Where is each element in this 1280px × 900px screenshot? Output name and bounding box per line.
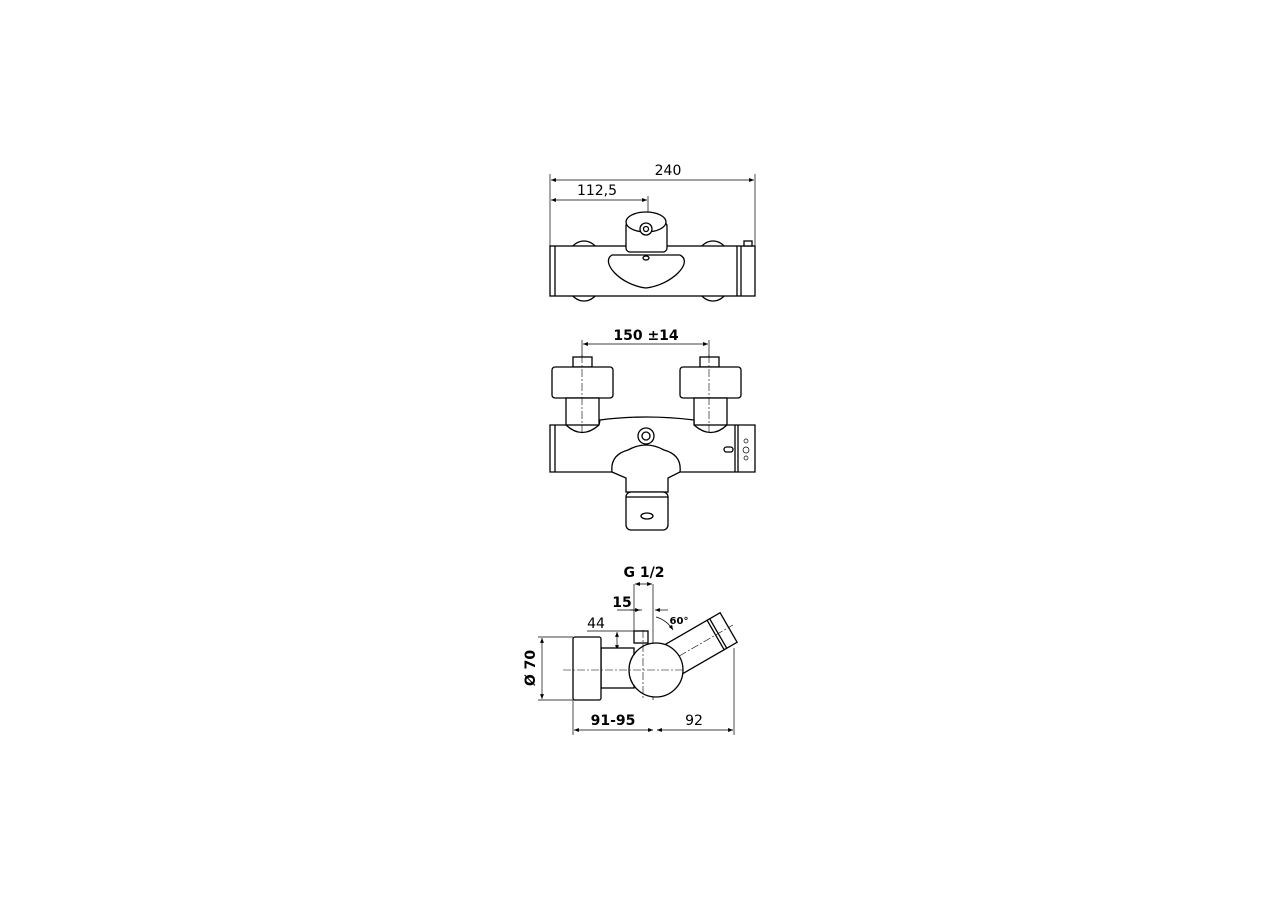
front-view: 150 ±14: [549, 328, 756, 531]
dimension-15: 15: [612, 595, 631, 611]
handle-right: [679, 366, 742, 399]
handle-side: [572, 636, 602, 701]
outlet-front: [611, 444, 681, 493]
dimension-92: 92: [685, 713, 703, 729]
side-view: G 1/2 15 44 60° Ø 70 9: [523, 565, 739, 735]
dimension-150: 150 ±14: [613, 328, 679, 344]
dimension-112-5: 112,5: [577, 183, 617, 199]
dimension-91-95: 91-95: [591, 713, 636, 729]
outlet-cylinder: [625, 491, 669, 531]
handle-left: [551, 366, 614, 399]
mixer-body-front: [549, 416, 756, 473]
thread-connector: [633, 630, 649, 644]
top-view: 240 112,5: [549, 163, 756, 302]
dimension-diameter-70: Ø 70: [523, 650, 539, 687]
dimension-60-degrees: 60°: [670, 616, 689, 627]
outlet-top: [607, 254, 685, 289]
dimension-240: 240: [655, 163, 682, 179]
dimension-44: 44: [587, 616, 605, 632]
dimension-g-1-2: G 1/2: [624, 565, 665, 581]
